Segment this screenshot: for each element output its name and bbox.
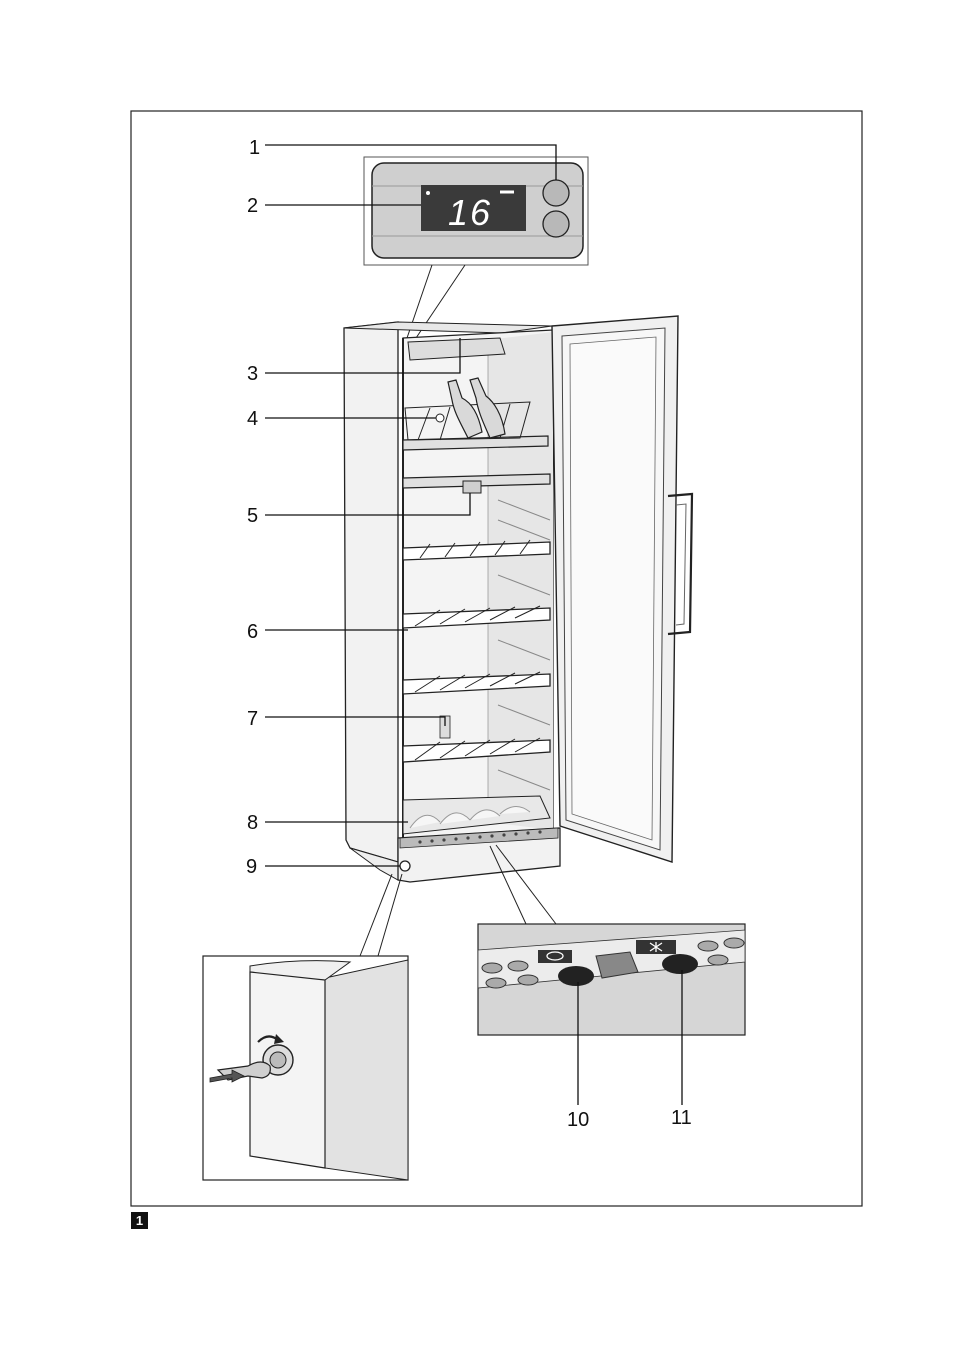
callout-4: 4 — [247, 408, 258, 430]
glass-door — [552, 316, 692, 862]
fan-switch[interactable] — [662, 954, 698, 974]
callout-5: 5 — [247, 505, 258, 527]
callout-6: 6 — [247, 621, 258, 643]
callout-10: 10 — [567, 1109, 589, 1131]
temperature-readout: 16 — [448, 192, 492, 233]
power-switch[interactable] — [558, 966, 594, 986]
lock-detail-inset — [203, 874, 408, 1180]
wine-cabinet — [344, 322, 560, 924]
callout-2: 2 — [247, 195, 258, 217]
control-panel-inset: 16 — [364, 157, 588, 341]
door-lock[interactable] — [400, 861, 410, 871]
callout-7: 7 — [247, 708, 258, 730]
figure-number-badge: 1 — [131, 1212, 148, 1229]
callout-1: 1 — [249, 137, 260, 159]
sensor-box — [463, 481, 481, 493]
callout-8: 8 — [247, 812, 258, 834]
callout-3: 3 — [247, 363, 258, 385]
callout-11: 11 — [671, 1107, 692, 1129]
temp-down-button[interactable] — [543, 211, 569, 237]
temp-up-button[interactable] — [543, 180, 569, 206]
control-strip-inset — [478, 924, 745, 1035]
callout-9: 9 — [246, 856, 257, 878]
